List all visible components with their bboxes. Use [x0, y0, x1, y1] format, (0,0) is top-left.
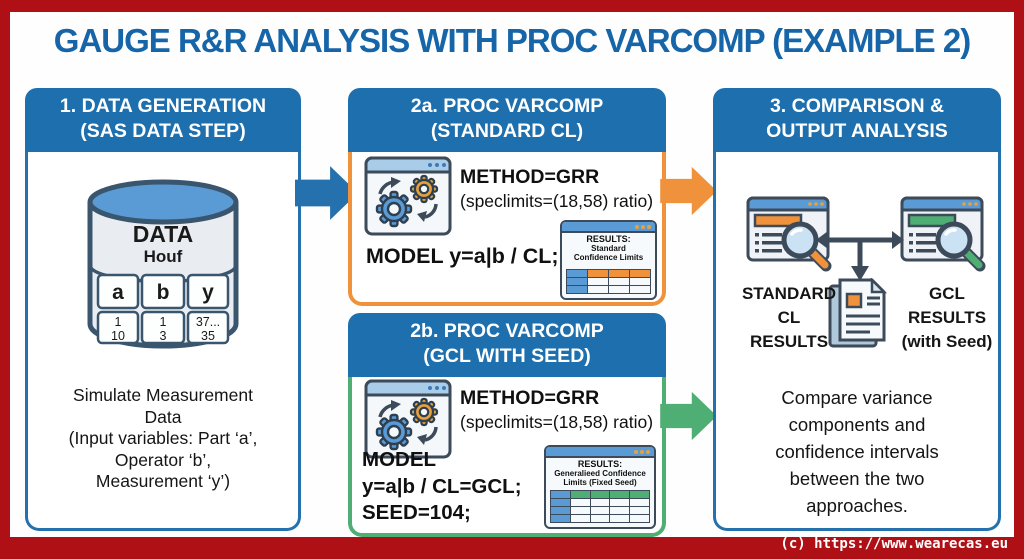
gcl-results-label: GCL RESULTS (with Seed) — [892, 282, 1002, 354]
process-gears-icon — [364, 379, 452, 459]
results-title-line: Limits (Fixed Seed) — [563, 478, 637, 487]
step2a-body: METHOD=GRR (speclimits=(18,58) ratio) MO… — [348, 152, 666, 306]
label-line: GCL — [929, 284, 965, 303]
step3-caption-line: Compare variance — [781, 387, 933, 408]
results-title-line: Standard — [591, 244, 626, 253]
label-line: (with Seed) — [901, 332, 993, 351]
step2a-header-line1: 2a. PROC VARCOMP — [410, 95, 604, 117]
window-dot-icon — [647, 225, 651, 229]
results-title-line: Confidence Limits — [573, 253, 644, 262]
step2a-results-title: RESULTS: Standard Confidence Limits — [562, 233, 655, 262]
database-icon: DATA Houf a b y 1 10 1 3 37... — [87, 179, 239, 349]
step3-caption-line: approaches. — [806, 495, 908, 516]
step2b-results-title: RESULTS: Generalieed Confidence Limits (… — [546, 458, 654, 487]
step2a-header: 2a. PROC VARCOMP (STANDARD CL) — [348, 88, 666, 152]
model-line: y=a|b / CL=GCL; — [362, 474, 522, 498]
document-icon — [828, 278, 888, 348]
step2b-body: METHOD=GRR (speclimits=(18,58) ratio) MO… — [348, 377, 666, 537]
step1-caption: Simulate Measurement Data (Input variabl… — [28, 385, 298, 493]
db-val-b2: 3 — [160, 329, 167, 343]
label-line: STANDARD — [741, 284, 837, 303]
step2b-model-statement: MODEL y=a|b / CL=GCL; SEED=104; — [362, 447, 522, 527]
step2b-header: 2b. PROC VARCOMP (GCL WITH SEED) — [348, 313, 666, 377]
step3-caption: Compare variance components and confiden… — [716, 384, 998, 519]
step2a-results-table — [566, 269, 651, 294]
report-magnifier-green-icon — [900, 196, 986, 272]
step1-header-line2: (SAS DATA STEP) — [80, 120, 246, 142]
results-title-line: RESULTS: — [586, 234, 631, 244]
label-line: RESULTS — [749, 332, 829, 351]
step3-header: 3. COMPARISON & OUTPUT ANALYSIS — [713, 88, 1001, 152]
step2b-header-line2: (GCL WITH SEED) — [423, 345, 591, 367]
step1-caption-line: Simulate Measurement — [73, 385, 253, 405]
window-dot-icon — [640, 450, 644, 454]
step3-box: 3. COMPARISON & OUTPUT ANALYSIS — [713, 88, 1001, 531]
db-val-a2: 10 — [111, 329, 125, 343]
step1-caption-line: (Input variables: Part ‘a’, — [68, 428, 258, 448]
step2a-results-titlebar — [562, 222, 655, 233]
step2b-method: METHOD=GRR — [460, 387, 600, 409]
process-gears-icon — [364, 156, 452, 236]
step2b-box: 2b. PROC VARCOMP (GCL WITH SEED) — [348, 313, 666, 537]
step2b-results-window: RESULTS: Generalieed Confidence Limits (… — [544, 445, 656, 529]
results-title-line: Generalieed Confidence — [554, 469, 646, 478]
window-dot-icon — [635, 225, 639, 229]
step2b-header-line1: 2b. PROC VARCOMP — [410, 320, 604, 342]
step2b-results-table — [550, 490, 650, 523]
step1-box: 1. DATA GENERATION (SAS DATA STEP) DATA … — [25, 88, 301, 531]
window-dot-icon — [634, 450, 638, 454]
step1-header: 1. DATA GENERATION (SAS DATA STEP) — [25, 88, 301, 152]
step3-header-line1: 3. COMPARISON & — [769, 95, 945, 117]
step2b-method-block: METHOD=GRR (speclimits=(18,58) ratio) — [460, 387, 653, 433]
copyright-text: (c) https://www.wearecas.eu — [780, 536, 1008, 552]
step3-header-line2: OUTPUT ANALYSIS — [766, 120, 948, 142]
step2a-header-line2: (STANDARD CL) — [430, 120, 584, 142]
db-col-b: b — [157, 281, 170, 304]
window-dot-icon — [641, 225, 645, 229]
step3-caption-line: confidence intervals — [775, 441, 939, 462]
step2a-model-statement: MODEL y=a|b / CL; — [366, 244, 559, 268]
db-col-y: y — [202, 281, 214, 304]
arrow-blue-icon — [295, 166, 358, 220]
arrow-orange-icon — [660, 166, 717, 216]
model-line: MODEL — [362, 448, 437, 471]
db-val-b1: 1 — [160, 315, 167, 329]
step2b-speclimits: (speclimits=(18,58) ratio) — [460, 412, 654, 432]
label-line: CL — [777, 308, 801, 327]
step1-header-line1: 1. DATA GENERATION — [59, 95, 267, 117]
step3-caption-line: components and — [788, 414, 926, 435]
step2a-speclimits: (speclimits=(18,58) ratio) — [460, 191, 654, 211]
step3-caption-line: between the two — [789, 468, 925, 489]
step2a-results-window: RESULTS: Standard Confidence Limits — [560, 220, 657, 300]
step2a-method: METHOD=GRR — [460, 166, 600, 188]
db-col-a: a — [112, 281, 124, 304]
step1-caption-line: Measurement ‘y’) — [95, 471, 231, 491]
page-title: GAUGE R&R ANALYSIS WITH PROC VARCOMP (EX… — [53, 22, 971, 59]
db-val-y1: 37... — [196, 315, 220, 329]
standard-cl-results-label: STANDARD CL RESULTS — [734, 282, 844, 354]
results-title-line: RESULTS: — [577, 459, 623, 469]
step1-body: DATA Houf a b y 1 10 1 3 37... — [25, 152, 301, 531]
report-magnifier-orange-icon — [746, 196, 832, 272]
db-val-a1: 1 — [115, 315, 122, 329]
step2a-method-block: METHOD=GRR (speclimits=(18,58) ratio) — [460, 166, 653, 212]
label-line: RESULTS — [907, 308, 987, 327]
model-line: SEED=104; — [362, 501, 471, 524]
diagram-canvas: GAUGE R&R ANALYSIS WITH PROC VARCOMP (EX… — [10, 12, 1014, 537]
step2b-results-titlebar — [546, 447, 654, 458]
db-val-y2: 35 — [201, 329, 215, 343]
step2a-box: 2a. PROC VARCOMP (STANDARD CL) — [348, 88, 666, 306]
window-dot-icon — [646, 450, 650, 454]
step1-caption-line: Operator ‘b’, — [114, 449, 212, 470]
database-subtitle: Houf — [144, 247, 183, 266]
step3-body: STANDARD CL RESULTS GCL RESULTS (with Se… — [713, 152, 1001, 531]
step1-caption-line: Data — [144, 406, 182, 427]
compare-connector-arrow-icon — [816, 231, 904, 281]
database-title: DATA — [133, 221, 193, 247]
arrow-green-icon — [660, 391, 717, 441]
